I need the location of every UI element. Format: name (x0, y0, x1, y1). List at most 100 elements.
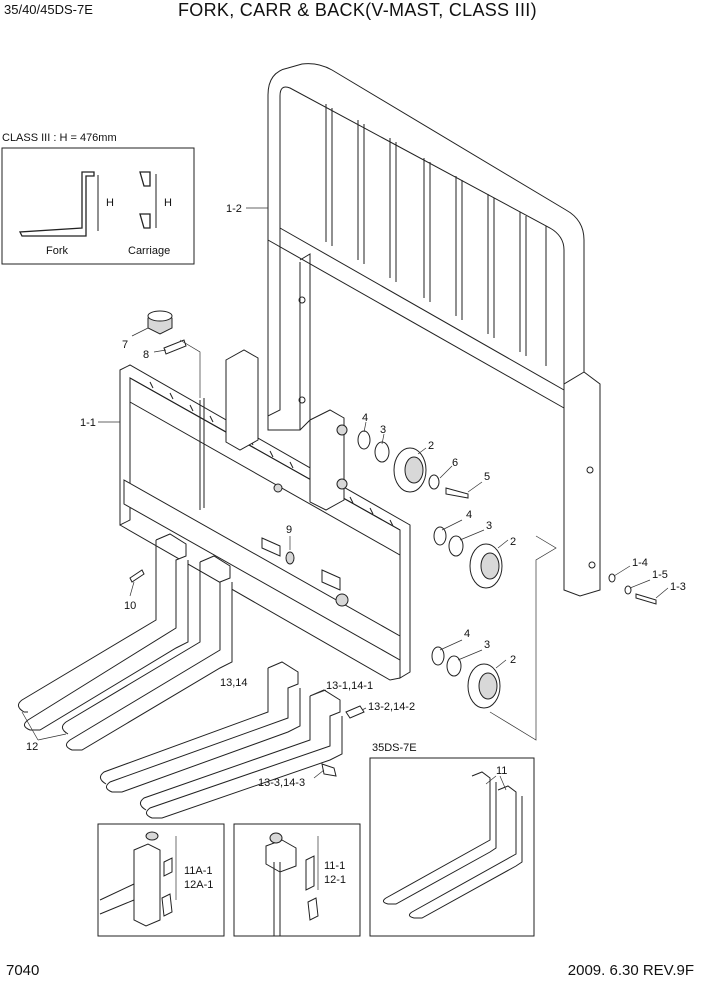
backrest-crossbar (279, 227, 565, 391)
callout-1-3: 1-3 (670, 581, 686, 593)
fork-14-right-back (140, 696, 311, 811)
washer-4c (431, 646, 445, 666)
fork-label: Fork (46, 245, 69, 257)
fork-left-back (18, 540, 157, 713)
inset-11a: 11A-1 12A-1 (97, 823, 225, 937)
ring-3a (374, 441, 390, 463)
callout-12: 12 (26, 741, 38, 753)
fork-right (66, 555, 233, 751)
forks-12 (18, 533, 233, 751)
washer-1-5 (624, 585, 632, 595)
backrest-crossbar-lower (267, 239, 565, 409)
inset-11a-frame (97, 823, 225, 937)
callout-4b: 4 (466, 509, 472, 521)
callout-13-2: 13-2,14-2 (368, 701, 415, 713)
inset-11-pin (307, 897, 319, 921)
inset-11-spring (305, 855, 315, 891)
callout-1-5: 1-5 (652, 569, 668, 581)
callout-13-3: 13-3,14-3 (258, 777, 305, 789)
carriage (119, 349, 411, 681)
fork-profile (18, 171, 95, 237)
callout-11-1: 11-1 (324, 860, 345, 872)
part-9 (285, 551, 295, 565)
fork-14-right (146, 689, 343, 819)
callout-10: 10 (124, 600, 136, 612)
page-number: 7040 (6, 962, 40, 979)
fork-pin-13-2 (345, 705, 365, 719)
fork-left (24, 533, 189, 731)
callout-9: 9 (286, 524, 292, 536)
carriage-bracket (261, 537, 281, 557)
callout-13-14: 13,14 (220, 677, 248, 689)
callout-2a: 2 (428, 440, 434, 452)
ring-3b (448, 535, 464, 557)
backrest-right-leg (563, 371, 601, 597)
washer-4b (433, 526, 447, 546)
backrest (267, 63, 601, 597)
callout-4a: 4 (362, 412, 368, 424)
inset-11a-spring (163, 857, 173, 877)
washer-6 (428, 474, 440, 490)
callout-1-4: 1-4 (632, 557, 648, 569)
callout-1-2: 1-2 (226, 203, 242, 215)
carriage-post (199, 398, 205, 510)
carriage-side-plate-left (225, 349, 259, 451)
callout-12-1: 12-1 (324, 874, 346, 886)
callout-13-1: 13-1,14-1 (326, 680, 373, 692)
callouts: 1-2 1-1 7 8 4 3 2 6 5 4 3 2 9 10 1-4 1-5… (21, 203, 686, 789)
model-number: 35/40/45DS-7E (4, 2, 93, 17)
bolt-5 (445, 487, 469, 499)
carriage-profile (139, 171, 151, 229)
class-inset-caption: CLASS III : H = 476mm (2, 132, 117, 144)
fork-pin-13-3 (321, 763, 337, 777)
inset-11a-pin (161, 893, 173, 917)
inset-35ds-fork-right (408, 785, 523, 919)
inset-11a-fork-heel (133, 843, 161, 927)
backrest-bars (325, 104, 547, 366)
page-title: FORK, CARR & BACK(V-MAST, CLASS III) (178, 0, 537, 20)
class-inset: CLASS III : H = 476mm H Fork H Carriage (1, 132, 195, 265)
bolt-1-3 (635, 593, 657, 605)
callout-8: 8 (143, 349, 149, 361)
carriage-bracket-2 (321, 569, 341, 591)
callout-1-1: 1-1 (80, 417, 96, 429)
fork-right-back (62, 562, 201, 735)
fork-13-left-back (100, 668, 269, 785)
callout-12a-1: 12A-1 (184, 879, 213, 891)
forks-13-14 (100, 661, 365, 819)
carriage-label: Carriage (128, 245, 170, 257)
backrest-left-leg-side (299, 253, 311, 431)
inset-11-fork-heel (265, 839, 297, 873)
callout-11: 11 (496, 765, 507, 777)
backrest-frame (267, 63, 585, 417)
part-8-bolt (163, 339, 187, 355)
inset-11-shank (273, 862, 281, 936)
callout-2c: 2 (510, 654, 516, 666)
part-10-bolt (129, 569, 145, 583)
ring-3c (446, 655, 462, 677)
small-parts (129, 310, 657, 709)
callout-3b: 3 (486, 520, 492, 532)
inset-35ds: 35DS-7E 11 (369, 742, 535, 937)
callout-3a: 3 (380, 424, 386, 436)
inset-35ds-caption: 35DS-7E (372, 742, 417, 754)
callout-7: 7 (122, 339, 128, 351)
inset-11a-blade (99, 883, 135, 915)
carriage-outline (129, 377, 401, 678)
washer-4a (357, 430, 371, 450)
inset-35ds-fork-left (382, 771, 497, 905)
callout-11a-1: 11A-1 (184, 865, 213, 877)
fork-13-left (106, 661, 301, 793)
washer-1-4 (608, 573, 616, 583)
inset-35ds-frame (369, 757, 535, 937)
assembly-lines (179, 339, 557, 741)
callout-3c: 3 (484, 639, 490, 651)
inset-11-frame (233, 823, 361, 937)
carriage-h-label: H (164, 197, 172, 209)
fork-h-label: H (106, 197, 114, 209)
callout-6: 6 (452, 457, 458, 469)
carriage-side-plate-right (309, 409, 345, 511)
class-inset-frame (1, 147, 195, 265)
callout-5: 5 (484, 471, 490, 483)
